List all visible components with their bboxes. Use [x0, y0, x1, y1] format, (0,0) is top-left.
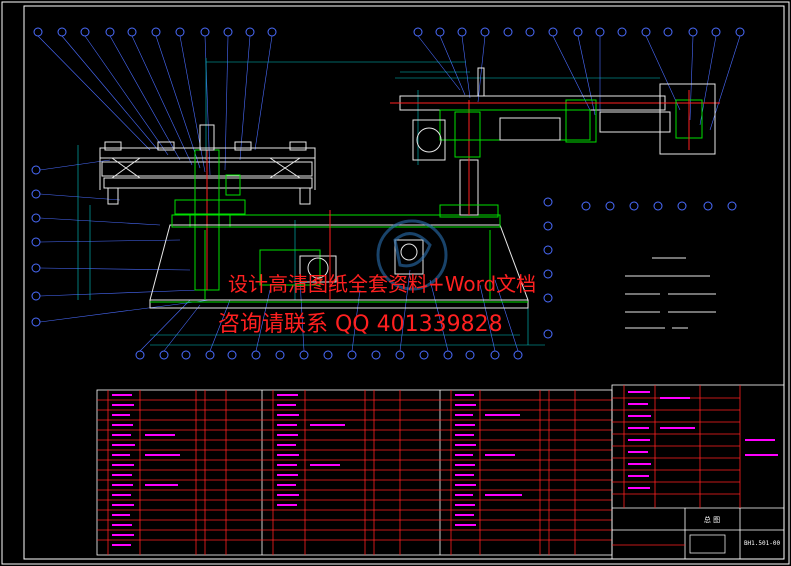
center-column [439, 100, 499, 218]
parts-list-table [96, 389, 613, 556]
machine-base [149, 210, 529, 309]
title-block-drawing-number: BH1.501-00 [744, 540, 781, 547]
upper-arm-assembly [390, 67, 720, 161]
watermark-line-2: 咨询请联系 QQ 401339828 [218, 312, 503, 337]
title-block [611, 384, 785, 560]
watermark-logo-icon [376, 219, 448, 291]
leader-lines [37, 35, 741, 352]
watermark-line-1: 设计高清图纸全套资料+Word文档 [228, 272, 537, 296]
drawing-border-inner [23, 5, 785, 560]
technical-notes [625, 257, 716, 329]
left-trolley-assembly [99, 141, 316, 205]
title-block-drawing-name: 总 图 [704, 515, 720, 524]
